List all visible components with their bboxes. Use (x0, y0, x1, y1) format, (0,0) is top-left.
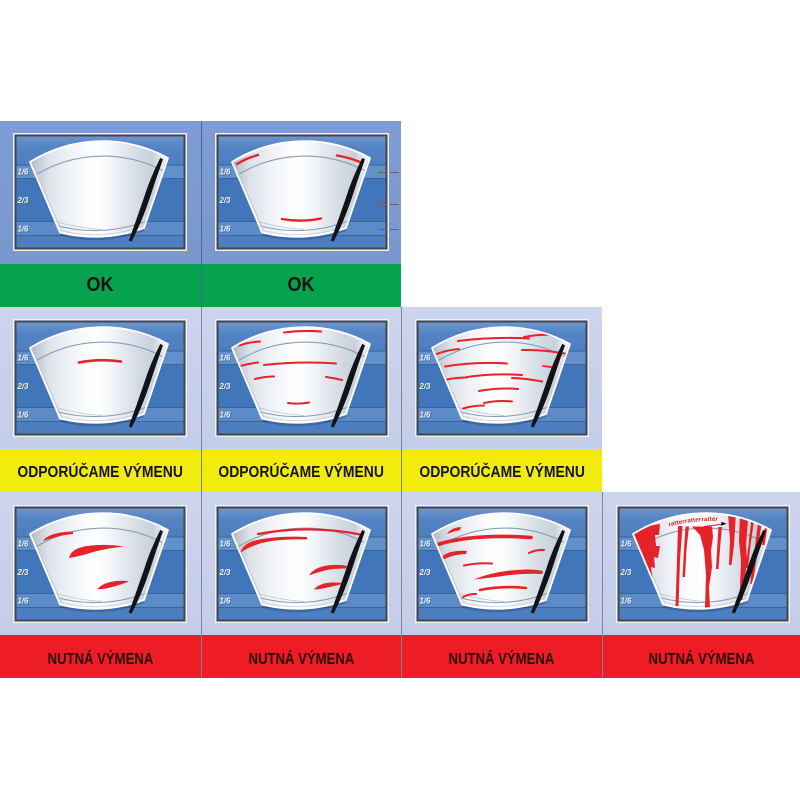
svg-text:1/6: 1/6 (219, 225, 231, 234)
svg-text:1/6: 1/6 (420, 354, 432, 363)
svg-text:1/6: 1/6 (220, 411, 232, 420)
svg-text:1/6: 1/6 (18, 168, 30, 177)
svg-text:2/3: 2/3 (17, 568, 30, 577)
svg-text:2/3: 2/3 (219, 568, 232, 577)
svg-text:1/6: 1/6 (219, 539, 231, 548)
svg-text:1/6: 1/6 (420, 354, 432, 363)
svg-text:1/6: 1/6 (219, 596, 231, 605)
svg-text:1/6: 1/6 (420, 411, 432, 420)
svg-text:2/3: 2/3 (620, 568, 633, 577)
svg-text:1/6: 1/6 (18, 540, 30, 549)
svg-text:2/3: 2/3 (218, 382, 231, 391)
svg-text:1/6: 1/6 (220, 168, 232, 177)
svg-text:2/3: 2/3 (17, 196, 30, 205)
svg-text:2/3: 2/3 (219, 383, 232, 392)
svg-text:1/6: 1/6 (18, 354, 30, 363)
svg-text:2/3: 2/3 (419, 568, 432, 577)
svg-text:1/6: 1/6 (18, 597, 30, 606)
svg-text:2/3: 2/3 (219, 197, 232, 206)
svg-text:2/3: 2/3 (419, 383, 432, 392)
svg-text:1/6: 1/6 (219, 354, 231, 363)
svg-text:1/6: 1/6 (18, 354, 30, 363)
svg-text:2/3: 2/3 (17, 383, 30, 392)
svg-text:1/6: 1/6 (220, 597, 232, 606)
svg-text:1/6: 1/6 (18, 168, 30, 177)
svg-text:2/3: 2/3 (218, 196, 231, 205)
svg-text:1/6: 1/6 (18, 225, 30, 234)
svg-text:2/3: 2/3 (419, 568, 432, 577)
svg-text:1/6: 1/6 (220, 540, 232, 549)
svg-text:1/6: 1/6 (219, 411, 231, 420)
svg-text:2/3: 2/3 (419, 382, 432, 391)
svg-text:1/6: 1/6 (420, 539, 432, 548)
svg-text:1/6: 1/6 (220, 354, 232, 363)
svg-text:1/6: 1/6 (18, 225, 30, 234)
svg-text:1/6: 1/6 (621, 597, 633, 606)
svg-text:1/6: 1/6 (18, 596, 30, 605)
svg-text:2/3: 2/3 (17, 568, 30, 577)
svg-text:1/6: 1/6 (620, 539, 632, 548)
svg-text:2/3: 2/3 (619, 568, 632, 577)
svg-text:1/6: 1/6 (18, 411, 30, 420)
svg-text:2/3: 2/3 (17, 382, 30, 391)
svg-text:1/6: 1/6 (420, 596, 432, 605)
svg-text:1/6: 1/6 (420, 540, 432, 549)
svg-text:1/6: 1/6 (18, 539, 30, 548)
svg-text:1/6: 1/6 (18, 411, 30, 420)
svg-text:1/6: 1/6 (420, 411, 432, 420)
svg-text:2/3: 2/3 (218, 568, 231, 577)
svg-text:1/6: 1/6 (621, 540, 633, 549)
svg-text:1/6: 1/6 (420, 597, 432, 606)
svg-text:2/3: 2/3 (17, 197, 30, 206)
svg-text:1/6: 1/6 (219, 168, 231, 177)
svg-text:1/6: 1/6 (620, 596, 632, 605)
svg-text:1/6: 1/6 (220, 225, 232, 234)
